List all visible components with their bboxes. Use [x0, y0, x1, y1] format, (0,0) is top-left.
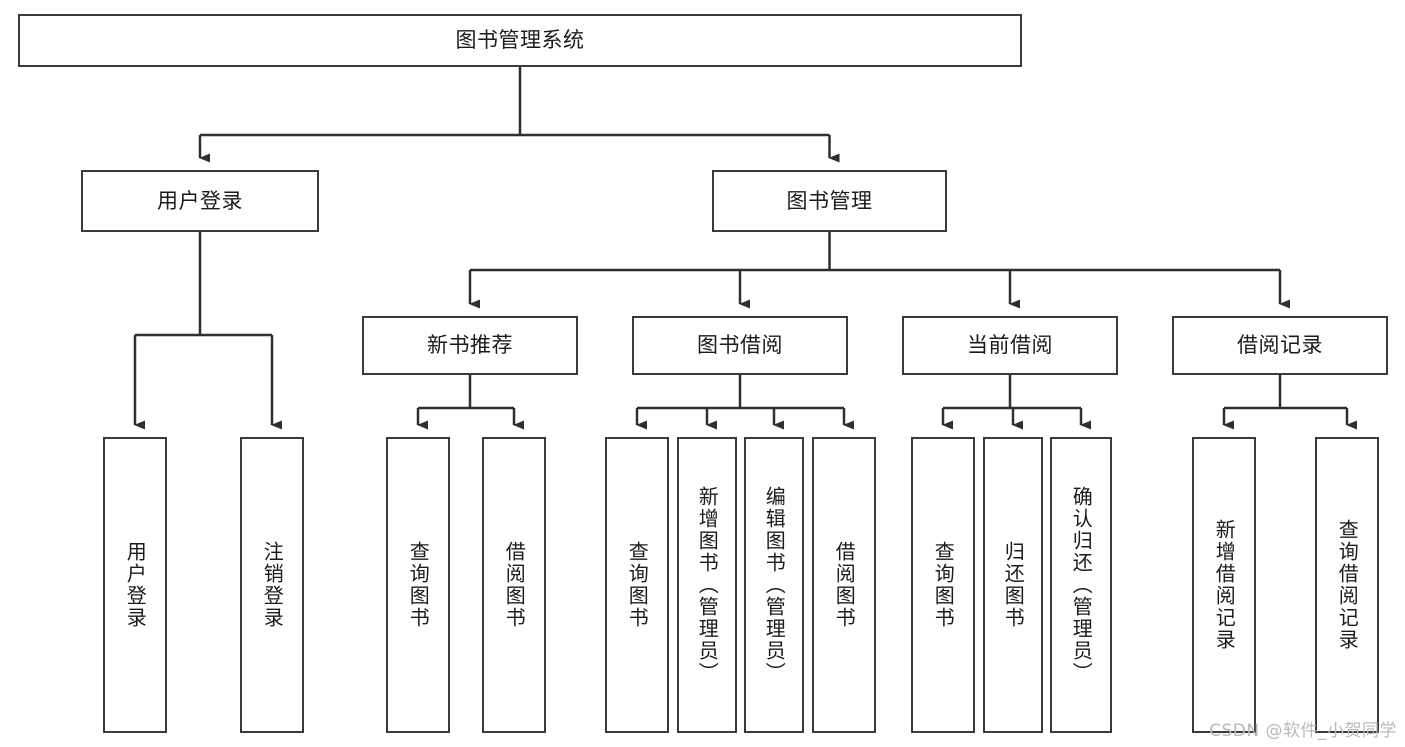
node-leaf-return-book[interactable]: 归还图书	[983, 437, 1043, 733]
node-leaf-query-record[interactable]: 查询借阅记录	[1315, 437, 1379, 733]
node-label: 新书推荐	[427, 333, 513, 358]
edge-bus-borrow	[637, 375, 844, 410]
node-leaf-borrow-book-1[interactable]: 借阅图书	[482, 437, 546, 733]
node-label: 查询图书	[406, 541, 431, 629]
edge-bus-records	[1224, 375, 1347, 410]
node-leaf-query-book-1[interactable]: 查询图书	[386, 437, 450, 733]
node-leaf-edit-book[interactable]: 编辑图书（管理员）	[744, 437, 804, 733]
node-label: 查询图书	[625, 541, 650, 629]
node-label: 新增借阅记录	[1212, 519, 1237, 651]
node-leaf-borrow-book-2[interactable]: 借阅图书	[812, 437, 876, 733]
node-label: 借阅图书	[502, 541, 527, 629]
node-newbook[interactable]: 新书推荐	[362, 316, 578, 375]
edge-bus-current	[943, 375, 1081, 410]
node-label: 新增图书（管理员）	[695, 486, 720, 684]
node-label: 归还图书	[1001, 541, 1026, 629]
node-label: 借阅记录	[1237, 333, 1323, 358]
edge-bus-bookmgmt	[470, 232, 1280, 272]
node-label: 图书借阅	[697, 333, 783, 358]
node-current[interactable]: 当前借阅	[902, 316, 1118, 375]
node-borrow[interactable]: 图书借阅	[632, 316, 848, 375]
node-leaf-add-book[interactable]: 新增图书（管理员）	[677, 437, 737, 733]
edge-bus-newbook	[418, 375, 514, 410]
node-label: 图书管理	[786, 188, 873, 213]
node-label: 借阅图书	[832, 541, 857, 629]
node-leaf-add-record[interactable]: 新增借阅记录	[1192, 437, 1256, 733]
node-label: 注销登录	[260, 541, 285, 629]
node-label: 图书管理系统	[455, 28, 585, 53]
node-label: 当前借阅	[967, 333, 1053, 358]
node-leaf-logout[interactable]: 注销登录	[240, 437, 304, 733]
node-label: 用户登录	[157, 188, 243, 213]
edge-bus-login	[135, 232, 272, 337]
node-bookmgmt[interactable]: 图书管理	[712, 170, 947, 232]
node-leaf-query-book-2[interactable]: 查询图书	[605, 437, 669, 733]
node-label: 用户登录	[123, 541, 148, 629]
node-leaf-user-login[interactable]: 用户登录	[103, 437, 167, 733]
node-login[interactable]: 用户登录	[81, 170, 319, 232]
node-leaf-confirm-return[interactable]: 确认归还（管理员）	[1050, 437, 1112, 733]
node-root[interactable]: 图书管理系统	[18, 14, 1022, 67]
node-leaf-query-book-3[interactable]: 查询图书	[911, 437, 975, 733]
csdn-watermark: CSDN @软件_小贺同学	[1209, 721, 1397, 741]
node-label: 查询借阅记录	[1335, 519, 1360, 651]
node-label: 确认归还（管理员）	[1069, 486, 1094, 684]
node-label: 编辑图书（管理员）	[762, 486, 787, 684]
edge-bus-root	[200, 67, 830, 137]
node-label: 查询图书	[931, 541, 956, 629]
node-records[interactable]: 借阅记录	[1172, 316, 1388, 375]
